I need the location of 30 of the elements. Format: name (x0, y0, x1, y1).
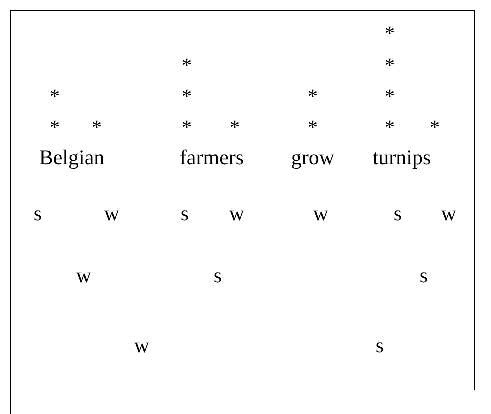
stress-label: s (376, 336, 384, 356)
stress-label: s (34, 204, 42, 224)
stress-label: s (214, 266, 222, 286)
stress-mark: * (182, 56, 192, 76)
stress-label: w (229, 204, 245, 224)
word: grow (291, 148, 335, 168)
stress-label: w (134, 336, 150, 356)
stress-mark: * (385, 118, 395, 138)
stress-mark: * (182, 118, 192, 138)
stress-label: w (441, 204, 457, 224)
stress-mark: * (50, 87, 60, 107)
stress-mark: * (308, 118, 318, 138)
word: farmers (180, 148, 244, 168)
stress-mark: * (92, 118, 102, 138)
word: Belgian (39, 148, 105, 168)
stress-mark: * (182, 87, 192, 107)
stress-mark: * (230, 118, 240, 138)
stress-label: s (420, 266, 428, 286)
stress-mark: * (385, 24, 395, 44)
stress-label: s (394, 204, 402, 224)
word: turnips (372, 148, 432, 168)
stress-label: w (104, 204, 120, 224)
stress-mark: * (385, 87, 395, 107)
stress-label: s (180, 204, 190, 224)
stress-mark: * (385, 56, 395, 76)
stress-label: w (76, 266, 92, 286)
stress-label: w (313, 204, 329, 224)
stress-mark: * (308, 87, 318, 107)
stress-mark: * (430, 118, 440, 138)
stress-mark: * (50, 118, 60, 138)
